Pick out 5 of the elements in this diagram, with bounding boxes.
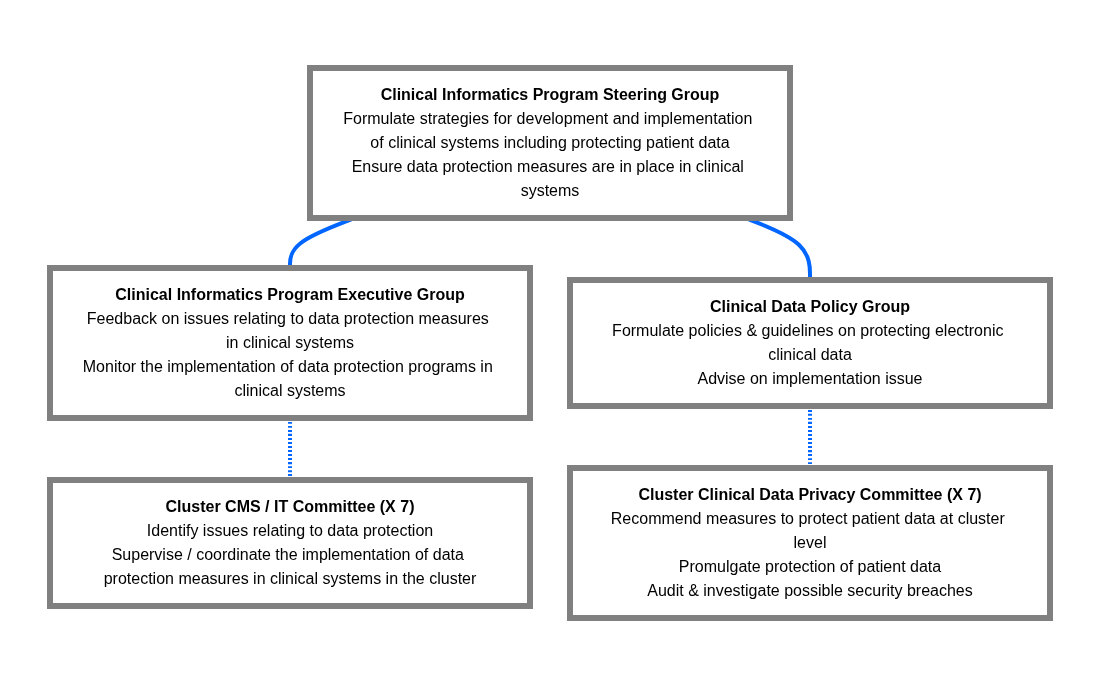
node-box: Clinical Informatics Program Executive Group Feedback on issues relating to data protection measures in clinical systems Monitor the implementation of data protection programs in clinical systems bbox=[46, 265, 533, 421]
node-box: Cluster CMS / IT Committee (X 7) Identify issues relating to data protection Supervise / coordinate the implementation of data protection measures in clinical systems in the cluster bbox=[46, 477, 533, 609]
node-box: Clinical Informatics Program Steering Group Formulate strategies for development and implementation of clinical systems including protecting patient data Ensure data protection measures are in place in clinical systems bbox=[306, 65, 793, 221]
node-box: Cluster Clinical Data Privacy Committee (X 7) Recommend measures to protect patient data at cluster level Promulgate protection of patient data Audit & investigate possible security breaches bbox=[566, 465, 1053, 621]
node-box: Clinical Data Policy Group Formulate policies & guidelines on protecting electronic clinical data Advise on implementation issue bbox=[566, 277, 1053, 409]
